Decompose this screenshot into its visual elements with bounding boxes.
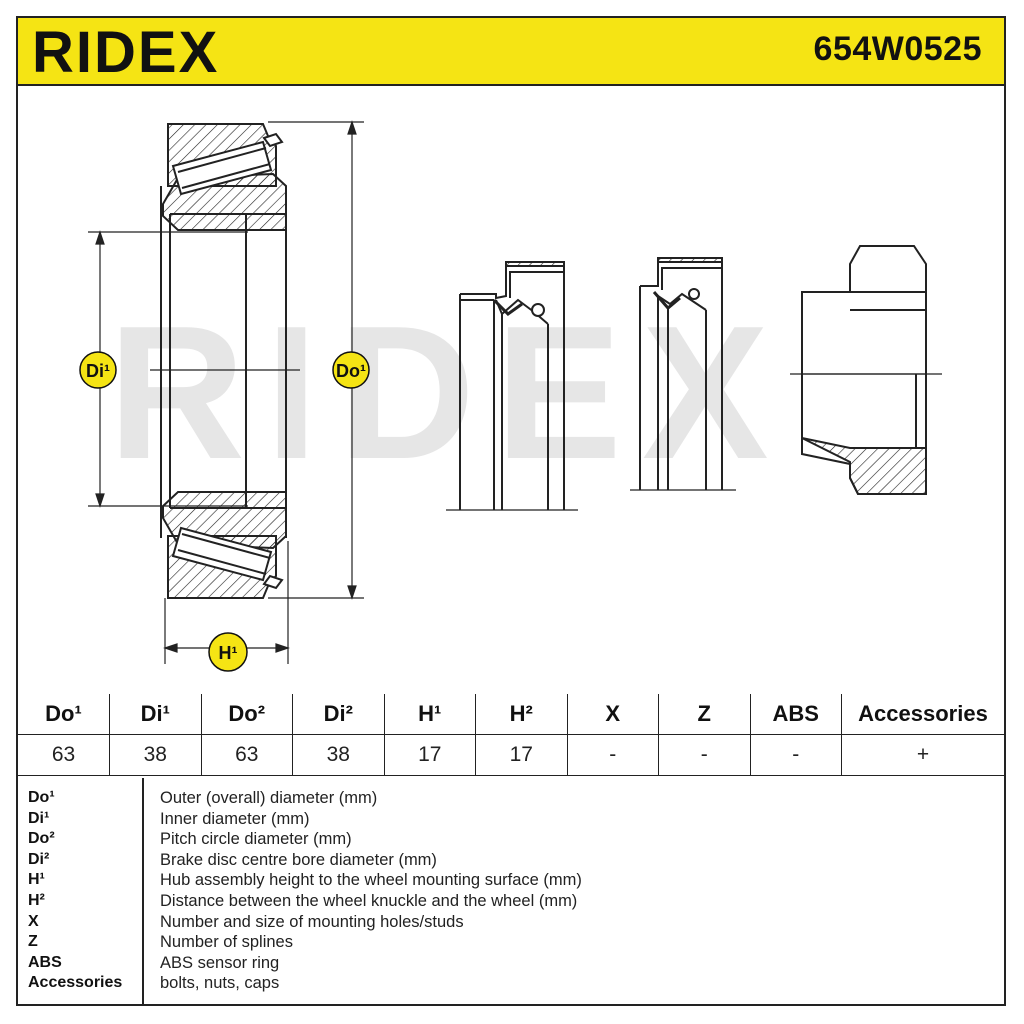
spec-value-abs: - — [749, 734, 842, 776]
spec-value-h1: 17 — [383, 734, 476, 776]
spec-value-h2: 17 — [475, 734, 568, 776]
spec-header-z: Z — [658, 694, 751, 735]
legend-code: Di¹ — [28, 809, 50, 827]
legend-row: H¹ Hub assembly height to the wheel moun… — [18, 870, 1004, 891]
legend-desc: Distance between the wheel knuckle and t… — [160, 892, 578, 910]
product-sheet: RIDEX 654W0525 RIDEX — [16, 16, 1006, 1006]
spec-header-h2: H² — [475, 694, 568, 735]
spec-header-do2: Do² — [200, 694, 293, 735]
legend-row: Do¹ Outer (overall) diameter (mm) — [18, 788, 1004, 809]
h-label: H¹ — [219, 643, 238, 663]
spec-value-di1: 38 — [109, 734, 202, 776]
legend-code: Accessories — [28, 974, 123, 992]
seal-section-1 — [446, 261, 578, 511]
legend-row: Di² Brake disc centre bore diameter (mm) — [18, 850, 1004, 871]
legend-row: Do² Pitch circle diameter (mm) — [18, 829, 1004, 850]
logo-text: RIDEX — [32, 22, 219, 80]
spec-header-di2: Di² — [292, 694, 385, 735]
legend-desc: Number of splines — [160, 933, 293, 952]
legend: Do¹ Outer (overall) diameter (mm) Di¹ In… — [18, 778, 1004, 1006]
legend-row: Z Number of splines — [18, 932, 1004, 953]
legend-row: Di¹ Inner diameter (mm) — [18, 809, 1004, 830]
spec-header-abs: ABS — [749, 694, 842, 735]
legend-row: Accessories bolts, nuts, caps — [18, 973, 1004, 994]
spec-header-di1: Di¹ — [109, 694, 202, 735]
spec-value-accessories: + — [841, 734, 1004, 776]
spec-value-do1: 63 — [18, 734, 110, 776]
legend-code: ABS — [28, 953, 62, 971]
h-badge — [208, 632, 248, 672]
seal-section-2 — [630, 257, 736, 491]
spec-value-do2: 63 — [200, 734, 293, 776]
legend-code: H¹ — [28, 871, 45, 889]
spec-value-di2: 38 — [292, 734, 385, 776]
spec-header-h1: H¹ — [383, 694, 476, 735]
technical-drawing: RIDEX — [18, 86, 1004, 694]
legend-desc: ABS sensor ring — [160, 953, 280, 972]
legend-divider — [142, 778, 144, 1006]
legend-desc: Brake disc centre bore diameter (mm) — [160, 850, 437, 869]
nut-section — [790, 245, 942, 495]
header-bar: RIDEX 654W0525 — [18, 18, 1004, 86]
spec-header-do1: Do¹ — [18, 694, 110, 735]
legend-code: Do¹ — [28, 789, 55, 806]
legend-code: Do² — [28, 830, 55, 848]
spec-value-z: - — [658, 734, 751, 776]
spec-value-x: - — [566, 734, 659, 776]
watermark-text: RIDEX — [108, 287, 789, 499]
drawing-canvas: RIDEX — [79, 120, 942, 672]
ridex-logo: RIDEX — [32, 22, 219, 80]
spec-header-x: X — [566, 694, 659, 735]
legend-row: ABS ABS sensor ring — [18, 953, 1004, 974]
legend-desc: bolts, nuts, caps — [160, 974, 280, 993]
legend-desc: Hub assembly height to the wheel mountin… — [160, 871, 582, 890]
spec-header-accessories: Accessories — [841, 694, 1004, 735]
spec-header-row: Do¹ Di¹ Do² Di² H¹ H² X Z ABS Accessorie… — [18, 694, 1004, 735]
part-number: 654W0525 — [813, 30, 982, 68]
spec-table: Do¹ Di¹ Do² Di² H¹ H² X Z ABS Accessorie… — [18, 694, 1004, 776]
legend-desc: Pitch circle diameter (mm) — [160, 830, 352, 849]
legend-code: X — [28, 912, 39, 930]
do-badge — [332, 351, 370, 389]
legend-code: Di² — [28, 850, 50, 868]
legend-desc: Outer (overall) diameter (mm) — [160, 789, 378, 807]
legend-desc: Number and size of mounting holes/studs — [160, 912, 464, 931]
spec-value-row: 63 38 63 38 17 17 - - - + — [18, 734, 1004, 776]
legend-code: Z — [28, 933, 38, 951]
legend-desc: Inner diameter (mm) — [160, 809, 310, 828]
legend-code: H² — [28, 892, 45, 909]
legend-row: H² Distance between the wheel knuckle an… — [18, 891, 1004, 912]
di-label: Di¹ — [86, 361, 110, 381]
bearing-section — [160, 123, 287, 599]
do-label: Do¹ — [336, 361, 366, 381]
di-badge — [79, 351, 117, 389]
legend-row: X Number and size of mounting holes/stud… — [18, 912, 1004, 933]
